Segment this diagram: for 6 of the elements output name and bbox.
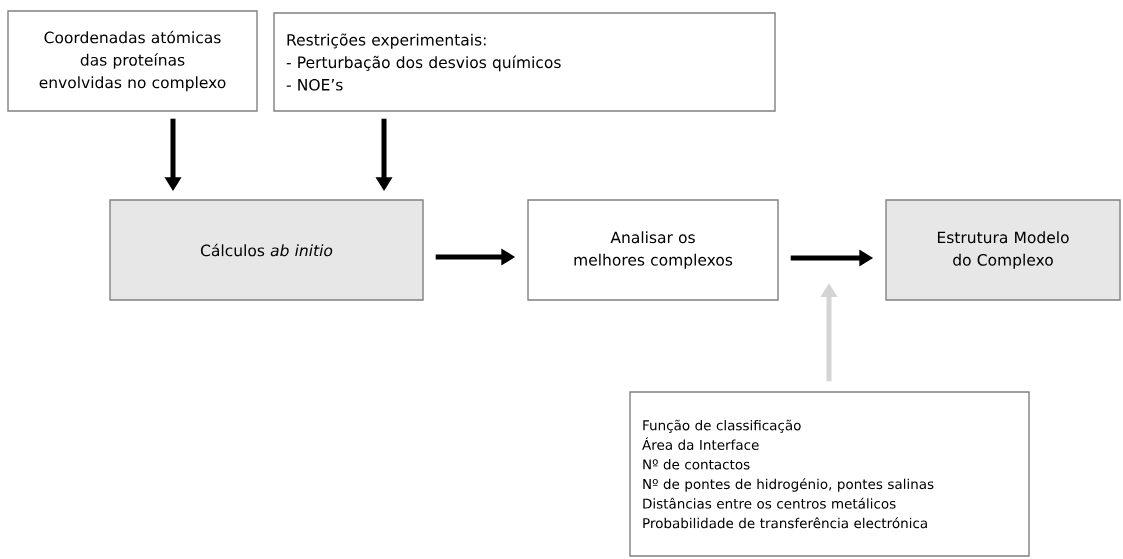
process-box: Estrutura Modelo do Complexo <box>885 199 1121 301</box>
process-box: Coordenadas atómicas das proteínas envolvidas no complexo <box>7 10 258 112</box>
process-box: Cálculos ab initio <box>109 199 424 301</box>
process-box: Restrições experimentais: - Perturbação dos desvios químicos - NOE’s <box>273 12 776 112</box>
criteria-box: Função de classificação Área da Interface Nº de contactos Nº de pontes de hidrogénio, pontes salinas Distâncias entre os centros metálicos Probabilidade de transferência electrónica <box>629 391 1030 557</box>
process-box: Analisar os melhores complexos <box>527 199 779 301</box>
